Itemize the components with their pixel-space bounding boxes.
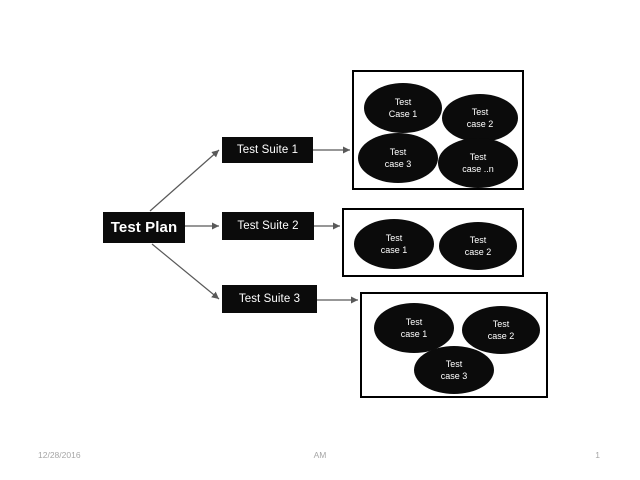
test-case-line-1: Test [385, 232, 403, 243]
test-case-line-1: Test [471, 106, 489, 117]
test-case-ellipse[interactable]: Test case 1 [374, 303, 454, 353]
test-suite-1-label: Test Suite 1 [236, 144, 299, 156]
test-suite-1-node[interactable]: Test Suite 1 [222, 137, 313, 163]
test-case-line-2: case ..n [462, 164, 494, 174]
slide-footer: 12/28/2016 AM 1 [0, 438, 640, 480]
test-suite-1-case-group: Test Case 1 Test case 2 Test case 3 Test… [352, 70, 524, 190]
test-case-ellipse[interactable]: Test case 3 [414, 346, 494, 394]
test-suite-2-label: Test Suite 2 [237, 220, 299, 232]
test-case-line-2: case 3 [384, 159, 412, 169]
test-case-ellipse[interactable]: Test case 2 [462, 306, 540, 354]
test-suite-3-label: Test Suite 3 [238, 293, 301, 305]
test-suite-2-node[interactable]: Test Suite 2 [222, 212, 314, 240]
test-case-line-1: Test [389, 146, 407, 157]
test-case-line-1: Test [405, 316, 423, 327]
test-case-line-2: case 3 [440, 371, 468, 381]
test-case-line-2: case 2 [466, 119, 494, 129]
test-case-line-1: Test [469, 234, 487, 245]
test-case-line-2: case 2 [487, 331, 515, 341]
test-suite-3-case-group: Test case 1 Test case 2 Test case 3 [360, 292, 548, 398]
test-case-line-1: Test [445, 358, 463, 369]
test-case-line-2: case 1 [400, 329, 428, 339]
test-case-ellipse[interactable]: Test case ..n [438, 138, 518, 188]
test-case-ellipse[interactable]: Test case 3 [358, 133, 438, 183]
test-case-line-2: Case 1 [388, 109, 418, 119]
test-case-line-1: Test [492, 318, 510, 329]
test-plan-label: Test Plan [110, 219, 178, 236]
test-suite-2-case-group: Test case 1 Test case 2 [342, 208, 524, 277]
test-case-ellipse[interactable]: Test Case 1 [364, 83, 442, 133]
test-plan-node[interactable]: Test Plan [103, 212, 185, 243]
test-case-ellipse[interactable]: Test case 2 [439, 222, 517, 270]
test-case-line-2: case 2 [464, 247, 492, 257]
connector-plan-to-suite1 [149, 149, 220, 212]
footer-page-number: 1 [595, 450, 600, 460]
test-case-line-1: Test [394, 96, 412, 107]
test-case-ellipse[interactable]: Test case 1 [354, 219, 434, 269]
test-suite-3-node[interactable]: Test Suite 3 [222, 285, 317, 313]
test-case-ellipse[interactable]: Test case 2 [442, 94, 518, 142]
connector-plan-to-suite3 [151, 243, 220, 300]
footer-center-text: AM [313, 450, 327, 460]
footer-date: 12/28/2016 [38, 450, 81, 460]
test-case-line-1: Test [469, 151, 487, 162]
test-case-line-2: case 1 [380, 245, 408, 255]
